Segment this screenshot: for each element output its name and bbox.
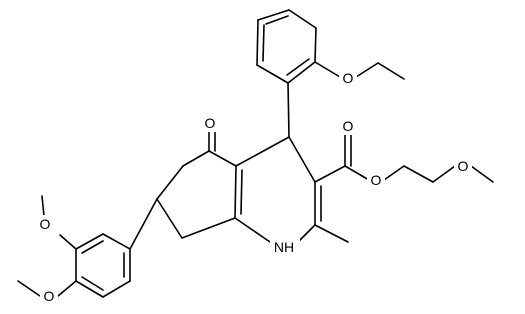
bond [383,165,405,181]
upper-methoxy-oxygen-label: O [40,216,51,232]
bond [432,165,456,183]
ester-oxygen-label: O [371,172,382,188]
bond [344,165,370,181]
bond [314,27,317,63]
nh-label: NH [274,239,294,255]
bond [57,280,77,297]
bond [297,224,316,243]
bond [17,280,41,297]
ethoxy-oxygen-label: O [343,70,354,86]
bond [235,136,290,167]
bond [314,224,349,243]
ester-carbonyl-oxygen-label: O [343,118,354,134]
bond [256,64,289,84]
methoxyethyl-oxygen-label: O [458,158,469,174]
bond [156,165,184,200]
bond [377,62,405,80]
bond [288,136,316,183]
bond [102,280,131,298]
bond [403,165,434,183]
bond [234,165,237,219]
bond [41,195,45,217]
bond [314,165,346,183]
bond [287,61,316,84]
ketone-oxygen-label: O [205,115,216,131]
bond [257,9,290,21]
bonds [17,9,494,298]
bond [256,19,259,66]
bond [240,169,243,215]
bond [265,15,289,25]
bond [355,62,379,78]
bond [75,280,104,298]
bond [234,217,271,243]
bond [262,24,265,62]
bond [129,198,158,250]
bond [181,217,236,239]
bond [182,150,210,167]
bond [314,61,341,78]
bond [208,150,237,167]
bond [81,276,104,291]
bond [287,82,290,138]
bond [288,9,317,29]
bond [156,198,183,239]
bond [102,233,131,250]
bond [75,233,104,250]
bond [81,240,104,254]
atom-labels: O O O O O O O NH [36,69,472,305]
bond [59,234,77,250]
bond [286,58,310,76]
lower-methoxy-oxygen-label: O [44,288,55,304]
bond [470,165,494,183]
